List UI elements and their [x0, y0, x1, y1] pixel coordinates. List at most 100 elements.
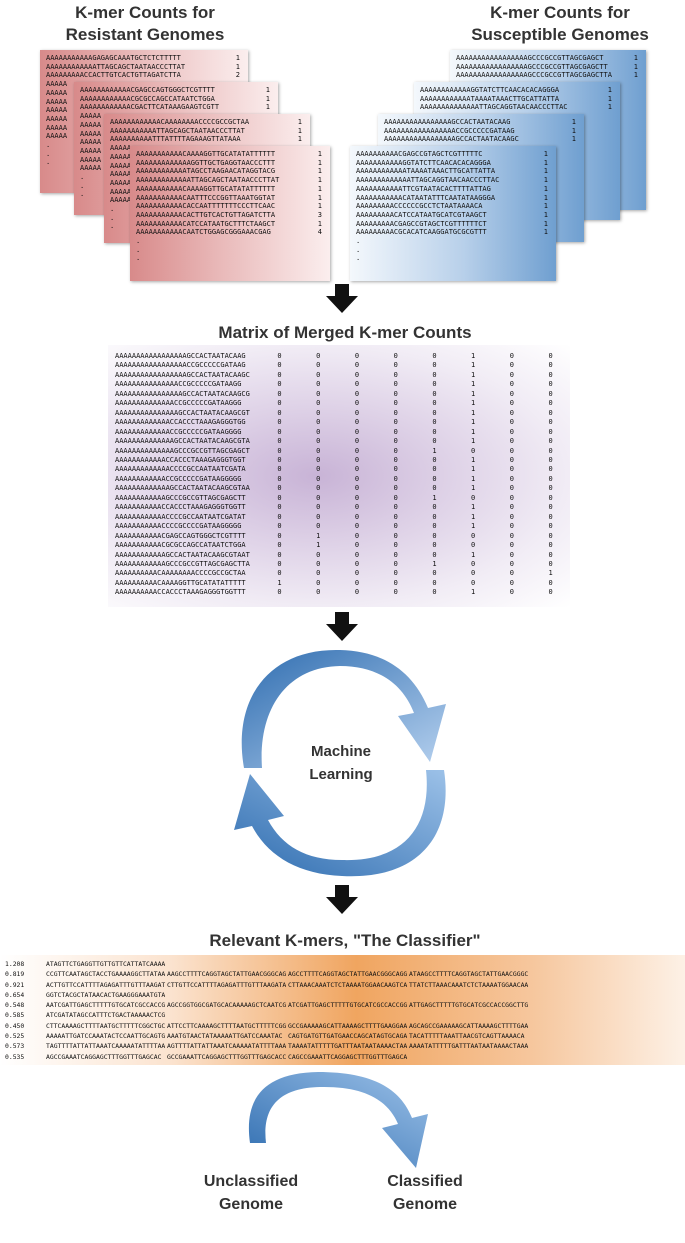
kmer-count: 1 [543, 210, 548, 219]
matrix-count: 1 [471, 503, 476, 512]
matrix-count: 0 [277, 370, 282, 379]
kmer-sequence: AAAAAAAAAAAAAAAAGCCACTAATACAAG [384, 118, 511, 126]
matrix-count: 0 [432, 569, 437, 578]
kmer-count: 1 [317, 193, 322, 202]
matrix-count: 0 [548, 522, 553, 531]
kmer-count: 1 [317, 219, 322, 228]
matrix-kmer: AAAAAAAAAACCACCCTAAAGAGGGTGGTTT [115, 588, 246, 597]
kmer-count: 1 [265, 86, 270, 94]
kmer-sequence: AAAAAAAAAAAACAAAAAAAACCCCGCCGCTAA [110, 118, 250, 126]
matrix-kmer: AAAAAAAAAAAAGCCCGCCGTTAGCGAGCTT [115, 493, 246, 502]
matrix-count: 0 [509, 465, 514, 474]
classifier-kmer: ATTCCTTCAAAAGCTTTTAATGCTTTTTCGG [167, 1021, 287, 1030]
matrix-kmer: AAAAAAAAAAAAAGCCACTAATACAAGCGTAA [115, 484, 250, 493]
matrix-count: 0 [509, 380, 514, 389]
classifier-kmer: ATTGAGCTTTTTGTGCATCGCCACCGGCTTG [409, 1001, 529, 1010]
matrix-count: 0 [548, 389, 553, 398]
matrix-count: 0 [432, 370, 437, 379]
resistant-title: K-mer Counts for Resistant Genomes [40, 2, 250, 46]
matrix-count: 0 [548, 559, 553, 568]
matrix-kmer: AAAAAAAAAAAAGCCACTAATACAAGCGTAAT [115, 550, 250, 559]
matrix-count: 1 [471, 550, 476, 559]
matrix-count: 0 [316, 522, 321, 531]
matrix-count: 0 [471, 569, 476, 578]
classifier-kmer: GCCGAAAAAGCATTAAAAGCTTTTGAAGGAA [288, 1021, 408, 1030]
matrix-count: 1 [471, 361, 476, 370]
kmer-sequence: AAAAAAAAAAAAAGGTTGCTGAGGTAACCCTTT [136, 158, 276, 167]
matrix-count: 0 [354, 361, 360, 370]
matrix-kmer: AAAAAAAAAAAAACCGCCCCCGATAAGGGG [115, 427, 242, 436]
matrix-count: 0 [393, 503, 398, 512]
matrix-count: 0 [277, 522, 282, 531]
classified-line1: Classified [387, 1173, 463, 1190]
matrix-count: 0 [393, 389, 398, 398]
matrix-count: 0 [316, 569, 321, 578]
kmer-count: 1 [297, 126, 302, 135]
matrix-count: 0 [393, 408, 398, 417]
kmer-row: AAAAA [46, 106, 240, 115]
kmer-count: 1 [543, 184, 548, 193]
matrix-count: 0 [316, 455, 321, 464]
kmer-count: 1 [235, 62, 240, 71]
classification-arc-arrow [248, 1072, 428, 1168]
matrix-kmer: AAAAAAAAAAAAAAAAAGCCACTAATACAAGC [115, 370, 250, 379]
matrix-count: 0 [354, 446, 360, 455]
classifier-kmer: ATAGTTCTGAGGTTGTTGTTCATTATCAAAA [46, 960, 166, 968]
kmer-row: AAAAAAAAAAACAAAAGGTTGCATATATTTTTT 1 [136, 185, 322, 194]
matrix-count: 0 [509, 550, 514, 559]
kmer-count: 1 [297, 118, 302, 126]
kmer-row: AAAAA [110, 144, 302, 153]
classifier-kmer: TACATTTTTAAATTAACGTCAGTTAAAACA [409, 1032, 525, 1041]
classifier-kmer: AGCAGCCGAAAAAGCATTAAAAGCTTTTGAA [409, 1021, 529, 1030]
matrix-count: 0 [509, 503, 514, 512]
matrix-count: 0 [393, 437, 398, 446]
kmer-row: AAAAA [110, 179, 302, 188]
kmer-row: AAAAAAAAAAACATCCATAATGCTTTCTAAGCT 1 [136, 220, 322, 229]
matrix-count: 0 [393, 531, 398, 540]
matrix-count: 0 [471, 493, 476, 502]
kmer-count: 1 [543, 228, 548, 237]
matrix-count: 0 [354, 455, 360, 464]
classifier-kmer: ATCGATTGAGCTTTTTGTGCATCGCCACCGG [288, 1001, 408, 1010]
matrix-count: 1 [471, 389, 476, 398]
kmer-sequence: AAAAAAAAAAAGAGAGCAAATGCTCTCTTTTT [46, 54, 181, 62]
kmer-count: 2 [235, 71, 240, 80]
matrix-count: 1 [471, 474, 476, 483]
matrix-count: 0 [354, 418, 360, 427]
kmer-sequence: AAAAAAAAAAACAAAAGGTTGCATATATTTTTT [136, 184, 276, 193]
classifier-kmer: GCCGAAATTCAGGAGCTTTGGTTTGAGCACC [167, 1052, 287, 1061]
kmer-count: 1 [607, 103, 612, 112]
kmer-count: 1 [317, 184, 322, 193]
classifier-kmer: AAAAATTGATCCAAATACTCCAATTGCAGTG [46, 1032, 166, 1041]
matrix-count: 0 [316, 408, 321, 417]
kmer-sequence: AAAAA [46, 106, 68, 115]
matrix-count: 0 [548, 418, 553, 427]
kmer-sequence: AAAAAAAAAAACATCCATAATGCTTTCTAAGCT [136, 219, 276, 228]
matrix-count: 1 [471, 352, 476, 360]
matrix-count: 0 [432, 380, 437, 389]
kmer-sequence: AAAAAAAAAAAACGACTTCATAAAGAAGTCGTT [80, 103, 220, 112]
resistant-title-line1: K-mer Counts for [75, 3, 215, 22]
matrix-count: 0 [509, 588, 514, 597]
matrix-count: 0 [354, 437, 360, 446]
kmer-count: 1 [317, 167, 322, 176]
matrix-count: 0 [393, 427, 398, 436]
matrix-count: 0 [277, 512, 282, 521]
classifier-score: 0.450 [5, 1021, 25, 1030]
kmer-count: 1 [607, 86, 612, 94]
matrix-count: 0 [354, 484, 360, 493]
